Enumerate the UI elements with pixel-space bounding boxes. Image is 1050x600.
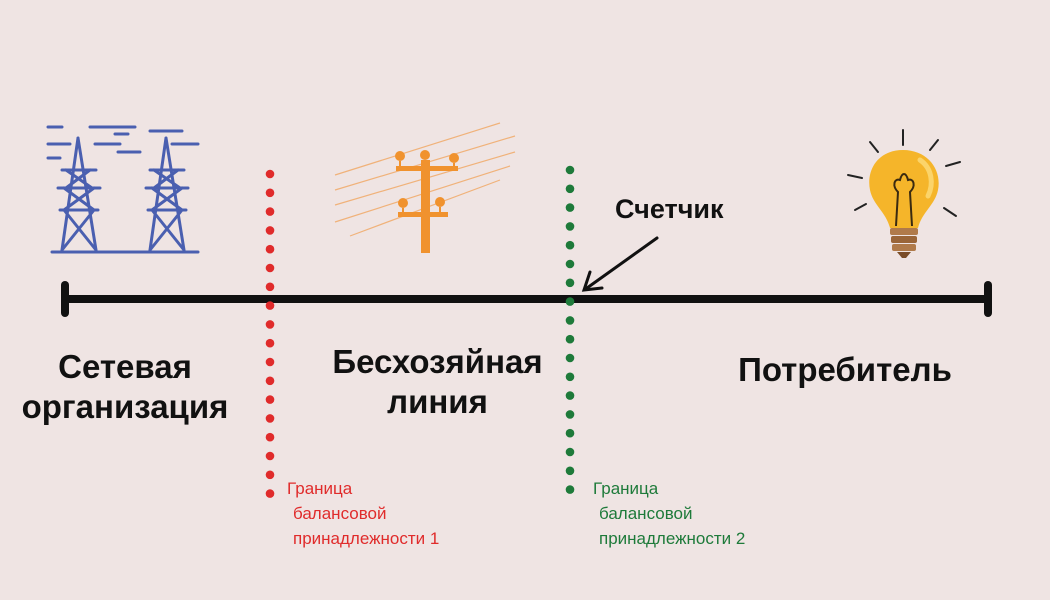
boundary-dot — [265, 244, 275, 254]
boundary-1-dotted-line — [265, 169, 275, 498]
boundary-dot — [265, 301, 275, 310]
boundary-dot — [265, 320, 275, 329]
boundary-dot — [265, 414, 275, 423]
boundary-dot — [265, 226, 275, 235]
boundary-dot — [265, 282, 275, 292]
boundary-dot — [265, 451, 275, 461]
boundary-2-dotted-line — [565, 165, 575, 494]
boundary-dot — [565, 466, 575, 476]
zone-label-consumer: Потребитель — [738, 351, 952, 388]
light-bulb-icon — [847, 129, 961, 258]
boundary-dot — [565, 372, 575, 382]
boundary-dot — [565, 222, 575, 231]
boundary-dot — [265, 169, 275, 179]
boundary-dot — [265, 395, 275, 404]
boundary-dot — [265, 432, 275, 442]
boundary-dot — [565, 485, 575, 494]
boundary-dot — [565, 259, 575, 269]
boundary-dot — [565, 165, 575, 175]
boundary-dot — [565, 410, 575, 419]
boundary-dot — [265, 188, 275, 198]
boundary-dot — [565, 428, 575, 438]
meter-label: Счетчик — [615, 194, 724, 224]
boundary-1-label: Граница балансовой принадлежности 1 — [287, 479, 440, 548]
boundary-dot — [565, 203, 575, 212]
boundary-dot — [565, 240, 575, 250]
boundary-dot — [265, 489, 275, 498]
boundary-2-label: Граница балансовой принадлежности 2 — [593, 479, 746, 548]
boundary-dot — [565, 316, 575, 325]
boundary-dot — [565, 297, 575, 306]
boundary-dot — [565, 334, 575, 344]
boundary-dot — [265, 263, 275, 273]
boundary-dot — [265, 470, 275, 480]
zone-label-grid-org: Сетевая организация — [21, 348, 229, 425]
main-line — [61, 281, 992, 317]
boundary-dot — [565, 447, 575, 457]
boundary-dot — [565, 391, 575, 400]
arrow-icon — [581, 236, 659, 292]
boundary-dot — [565, 184, 575, 194]
boundary-dot — [265, 207, 275, 216]
boundary-dot — [565, 353, 575, 363]
utility-pole-icon — [334, 122, 516, 253]
zone-label-ownerless-line: Бесхозяйная линия — [332, 343, 543, 420]
boundary-dot — [565, 278, 575, 288]
boundary-dot — [265, 338, 275, 348]
boundary-dot — [265, 376, 275, 386]
boundary-dot — [265, 357, 275, 367]
transmission-towers-icon — [46, 125, 200, 254]
